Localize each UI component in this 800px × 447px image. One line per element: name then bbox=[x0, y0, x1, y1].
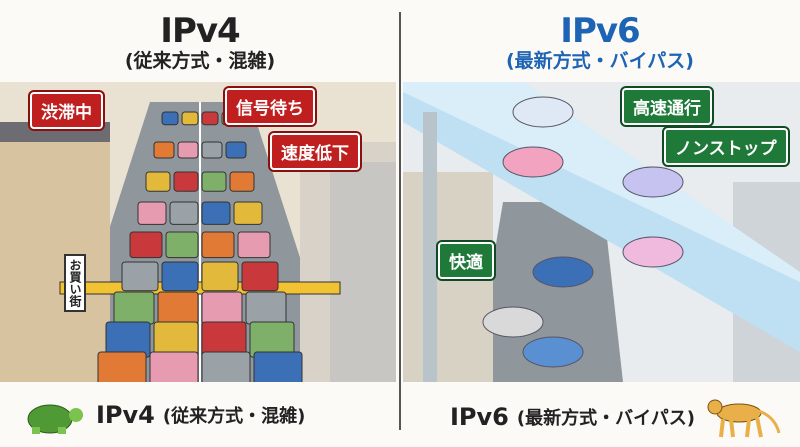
car bbox=[233, 201, 263, 225]
car bbox=[201, 171, 227, 192]
car bbox=[161, 261, 199, 292]
ipv6-caption-sub: (最新方式・バイパス) bbox=[516, 408, 695, 429]
tag-high-speed: 高速通行 bbox=[622, 88, 712, 125]
car bbox=[97, 351, 147, 382]
car bbox=[245, 291, 287, 325]
ipv6-caption-main: IPv6 bbox=[450, 403, 509, 431]
congested-street-illustration: お買い街 bbox=[0, 82, 396, 382]
car bbox=[169, 201, 199, 225]
car bbox=[149, 351, 199, 382]
ipv6-subtitle: (最新方式・バイパス) bbox=[506, 50, 694, 72]
car bbox=[201, 351, 251, 382]
car bbox=[622, 236, 684, 268]
tag-comfortable: 快適 bbox=[438, 242, 494, 279]
car bbox=[502, 146, 564, 178]
tag-speed-drop: 速度低下 bbox=[270, 133, 360, 170]
highway-drawing bbox=[403, 82, 800, 382]
car bbox=[181, 111, 199, 126]
tag-traffic-jam: 渋滞中 bbox=[30, 92, 103, 129]
car bbox=[201, 201, 231, 225]
car bbox=[173, 171, 199, 192]
ipv4-caption-sub: (従来方式・混雑) bbox=[162, 406, 306, 427]
car bbox=[229, 171, 255, 192]
ipv6-title: IPv6 bbox=[560, 11, 640, 51]
bypass-highway-illustration bbox=[403, 82, 800, 382]
turtle-icon bbox=[27, 404, 83, 434]
car bbox=[512, 96, 574, 128]
car bbox=[201, 261, 239, 292]
car bbox=[201, 231, 235, 259]
car bbox=[622, 166, 684, 198]
ipv4-subtitle: (従来方式・混雑) bbox=[124, 50, 276, 72]
car bbox=[161, 111, 179, 126]
car bbox=[201, 111, 219, 126]
ipv4-caption: IPv4 (従来方式・混雑) bbox=[18, 395, 305, 435]
car bbox=[237, 231, 271, 259]
street-sign: お買い街 bbox=[64, 254, 86, 312]
car bbox=[165, 231, 199, 259]
cheetah-icon bbox=[707, 399, 781, 438]
tag-signal-wait: 信号待ち bbox=[225, 88, 315, 125]
car bbox=[121, 261, 159, 292]
tag-non-stop: ノンストップ bbox=[664, 128, 788, 165]
car bbox=[137, 201, 167, 225]
ipv4-heading: IPv4 (従来方式・混雑) bbox=[90, 14, 310, 71]
car bbox=[129, 231, 163, 259]
car bbox=[157, 291, 199, 325]
ipv4-caption-main: IPv4 bbox=[96, 401, 155, 429]
ipv4-title: IPv4 bbox=[160, 11, 240, 51]
car bbox=[201, 141, 223, 159]
car bbox=[201, 291, 243, 325]
car bbox=[482, 306, 544, 338]
ipv6-caption: IPv6 (最新方式・バイパス) bbox=[450, 395, 783, 439]
car bbox=[225, 141, 247, 159]
car bbox=[145, 171, 171, 192]
car bbox=[522, 336, 584, 368]
car bbox=[241, 261, 279, 292]
car bbox=[532, 256, 594, 288]
car bbox=[177, 141, 199, 159]
car bbox=[153, 141, 175, 159]
car bbox=[113, 291, 155, 325]
ipv6-heading: IPv6 (最新方式・バイパス) bbox=[490, 14, 710, 71]
street-drawing bbox=[0, 82, 396, 382]
car bbox=[253, 351, 303, 382]
divider bbox=[399, 12, 401, 430]
